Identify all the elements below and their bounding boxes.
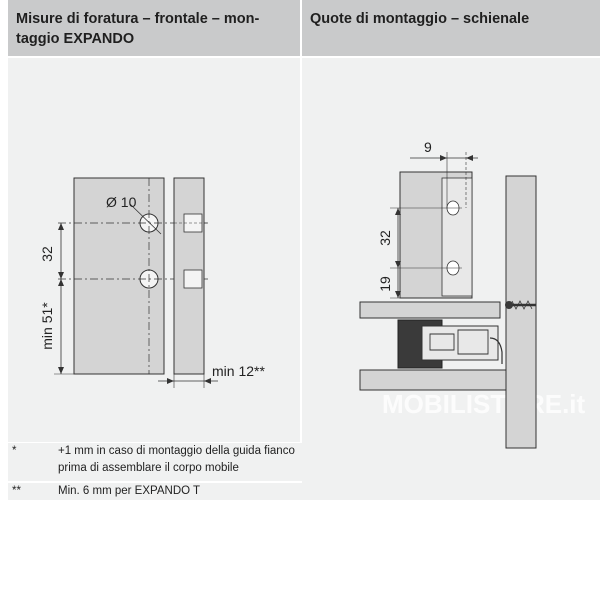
spacing-label: 32: [39, 246, 55, 262]
note-row-1: * +1 mm in caso di montaggio della guida…: [8, 443, 304, 481]
right-diagram-panel: MOBILISTORE.it 9 32 19: [302, 58, 600, 500]
min-width-label: min 12**: [212, 363, 265, 379]
note-text: +1 mm in caso di montaggio della guida f…: [58, 445, 295, 474]
note-row-2: ** Min. 6 mm per EXPANDO T: [8, 483, 304, 500]
drawer-bottom-shape: [359, 301, 501, 319]
height-label: 19: [377, 276, 393, 292]
note-text: Min. 6 mm per EXPANDO T: [58, 485, 201, 497]
min-height-label: min 51*: [39, 302, 55, 350]
left-diagram-panel: Ø 10 32 min 51* min 12**: [8, 58, 300, 442]
left-title-line1: Misure di foratura – frontale – mon-: [16, 11, 260, 27]
left-panel-header: Misure di foratura – frontale – mon- tag…: [8, 0, 300, 56]
left-panel-title: Misure di foratura – frontale – mon- tag…: [16, 9, 259, 49]
note-mark: **: [12, 485, 21, 497]
drilling-diagram: Ø 10 32 min 51* min 12**: [39, 177, 265, 388]
left-title-line2: taggio EXPANDO: [16, 31, 135, 47]
diameter-label: Ø 10: [106, 194, 137, 210]
right-panel-title: Quote di montaggio – schienale: [310, 11, 530, 27]
offset-label: 9: [424, 139, 432, 155]
note-mark: *: [12, 445, 17, 457]
mounting-diagram: MOBILISTORE.it 9 32 19: [359, 139, 586, 449]
back-wall-shape: [505, 175, 537, 449]
spacing-right-label: 32: [377, 230, 393, 246]
right-panel-header: Quote di montaggio – schienale: [302, 0, 600, 56]
watermark-text: MOBILISTORE.it: [382, 389, 586, 419]
screw-icon: [505, 301, 513, 309]
carcass-bottom-shape: [359, 369, 507, 391]
